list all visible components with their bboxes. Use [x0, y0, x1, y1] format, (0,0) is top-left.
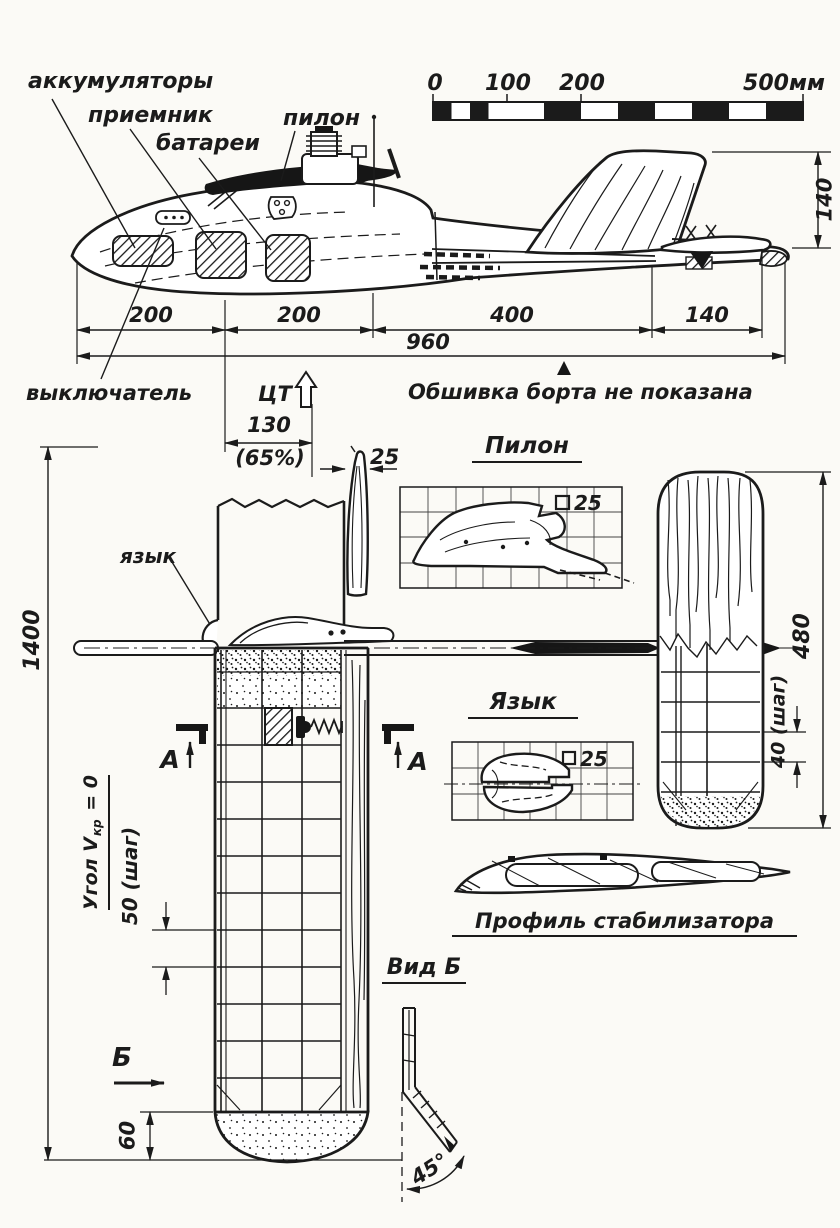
stabilizer-plan	[656, 470, 765, 830]
tongue-detail-title: Язык	[468, 689, 578, 720]
antenna-mast	[371, 114, 377, 207]
grid-square-icon	[554, 494, 571, 511]
wing-tip	[213, 1110, 370, 1164]
dihedral-angle-arc	[406, 1155, 465, 1194]
scale-tick-100: 100	[485, 71, 531, 96]
dim-stab-rib-pitch: 40 (шаг)	[767, 674, 790, 769]
triangle-marker-icon	[557, 361, 571, 375]
callout-accumulators: аккумуляторы	[28, 69, 214, 94]
dim-boom-400: 400	[490, 303, 534, 327]
dim-span-1400: 1400	[19, 609, 45, 671]
scale-tick-200: 200	[559, 71, 605, 96]
fitting-plate	[267, 196, 297, 220]
tail-boom-plan	[73, 640, 802, 656]
dim-wing-rib-pitch: 50 (шаг)	[118, 826, 142, 926]
dim-fin-height-140: 140	[812, 177, 837, 222]
pylon-template-shape	[412, 501, 608, 575]
angle-note-sub: кр	[90, 819, 104, 837]
stab-profile-title: Профиль стабилизатора	[452, 909, 797, 938]
tail-stabilizer-side	[660, 224, 788, 270]
fuselage-plan	[201, 497, 395, 655]
spinner-cone	[357, 164, 394, 184]
dim-mid-200: 200	[277, 303, 321, 327]
scale-bar	[432, 94, 804, 121]
cg-label: ЦТ	[258, 382, 292, 406]
wing-side-edge	[419, 248, 657, 281]
pylon-detail	[399, 486, 635, 589]
callout-receiver: приемник	[88, 103, 213, 128]
trailing-edge-grain	[351, 659, 366, 1109]
cg-arrow-icon	[294, 370, 318, 408]
side-view-drawing	[51, 98, 790, 627]
prop-blade	[387, 148, 401, 179]
plan-view-dimensions	[40, 446, 831, 1161]
wing-saddle-plate	[227, 616, 395, 647]
pylon-grid-square-25: 25	[574, 491, 602, 515]
wing-plan	[213, 646, 370, 1164]
stab-profile-detail	[453, 852, 791, 895]
tongue-template-shape	[480, 752, 571, 784]
grid-square-icon	[561, 750, 577, 766]
fin-wood-grain	[544, 161, 695, 251]
batteries-box	[265, 234, 311, 282]
dim-cg-offset-130: 130	[247, 413, 291, 437]
dim-cg-percent: (65%)	[235, 446, 305, 470]
dim-tip-height-60: 60	[115, 1120, 140, 1151]
pylon-detail-title: Пилон	[472, 433, 582, 464]
callout-switch: выключатель	[26, 381, 192, 405]
engine	[301, 126, 401, 185]
fin-plan-blade	[346, 445, 369, 597]
dim-total-960: 960	[406, 330, 450, 354]
dim-nose-200: 200	[129, 303, 173, 327]
receiver-box	[195, 231, 247, 279]
switch-shape	[155, 210, 191, 225]
section-a-label-left: А	[160, 745, 180, 774]
section-a-marks	[176, 724, 414, 768]
tongue-fitting-spring	[264, 707, 343, 746]
skin-note: Обшивка борта не показана	[408, 380, 753, 404]
view-b-title: Вид Б	[382, 955, 466, 985]
side-view-dimensions	[76, 151, 831, 477]
callout-batteries: батареи	[156, 131, 260, 156]
tongue-grid-square-25: 25	[580, 747, 608, 771]
plan-view-drawing	[73, 445, 802, 1164]
tongue-detail	[444, 741, 642, 821]
stab-ribs	[661, 671, 760, 793]
fin-outline	[524, 149, 707, 255]
scale-tick-0: 0	[427, 71, 443, 96]
angle-note-prefix: Угол V	[80, 837, 102, 910]
view-b-direction-label: Б	[112, 1043, 132, 1073]
angle-note-suffix: = 0	[80, 775, 102, 811]
section-a-label-right: А	[408, 747, 428, 776]
dim-tail-140: 140	[685, 303, 729, 327]
dim-stab-span-480: 480	[789, 613, 815, 660]
scale-tick-500: 500мм	[743, 71, 825, 96]
stab-covering-grain	[667, 475, 753, 650]
accumulators-box	[112, 235, 174, 267]
callout-tongue: язык	[120, 544, 177, 568]
callout-pylon: пилон	[283, 106, 361, 131]
view-b-detail	[401, 1007, 465, 1202]
dim-fin-thickness-25: 25	[370, 445, 400, 469]
